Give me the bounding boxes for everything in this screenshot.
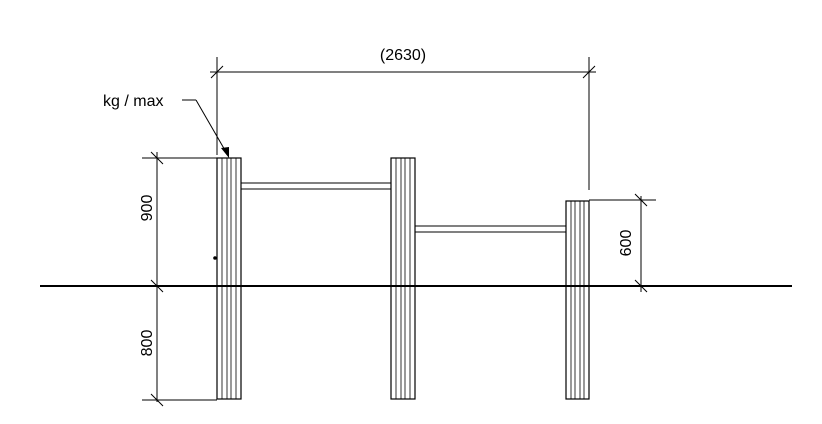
right-dimension: 600: [589, 193, 656, 293]
post-middle: [390, 157, 416, 400]
post-label: kg / max: [103, 93, 163, 110]
leader-arrowhead: [221, 147, 229, 158]
tall-height-label: 900: [139, 195, 156, 222]
upper-bar: [240, 182, 392, 190]
lower-bar: [414, 225, 567, 233]
overall-width-dimension: (2630): [210, 47, 596, 190]
bolt-dot: [213, 256, 217, 260]
left-dimension: 900 800: [139, 151, 217, 407]
post-left: [213, 157, 242, 400]
depth-label: 800: [139, 330, 156, 357]
post-right: [565, 200, 590, 400]
short-height-label: 600: [618, 230, 635, 257]
post-leader: kg / max: [103, 93, 229, 158]
overall-width-label: (2630): [380, 47, 426, 64]
